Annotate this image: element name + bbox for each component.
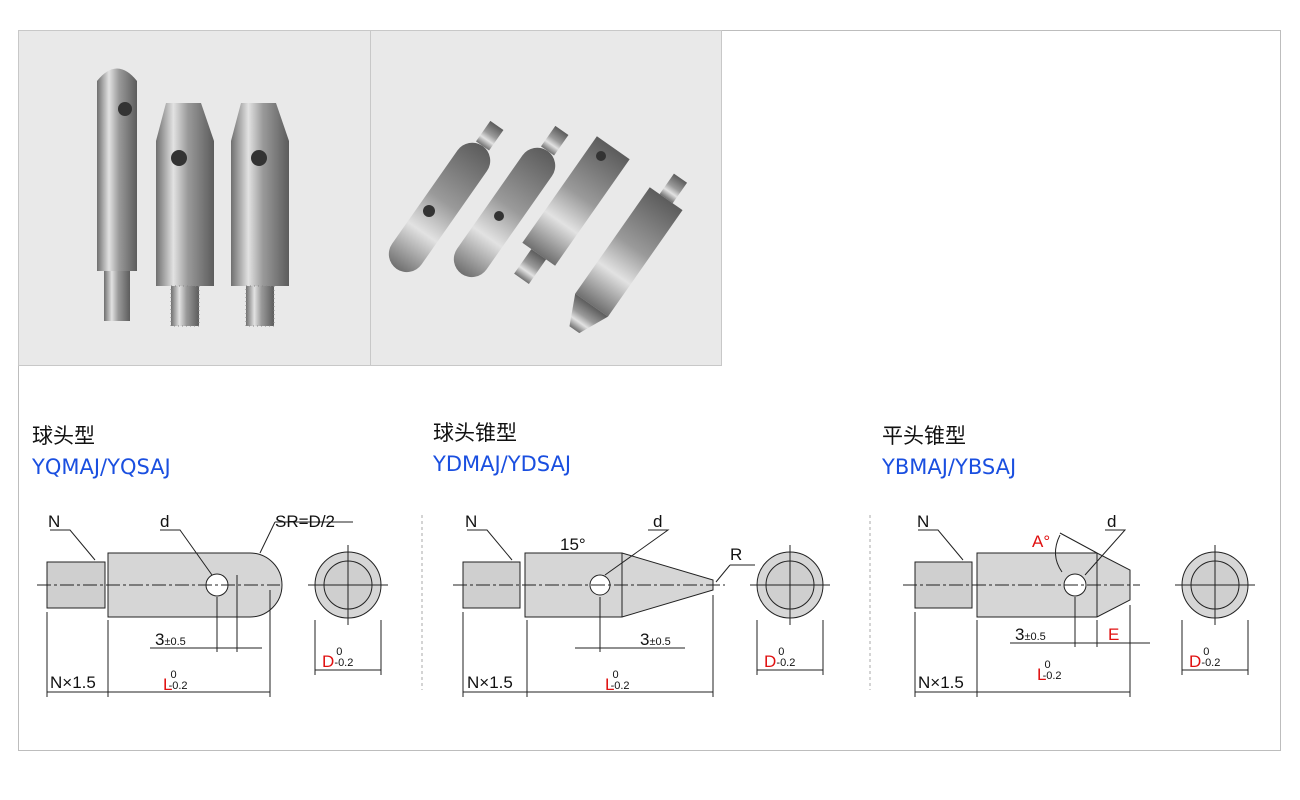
product-photo-upright — [18, 30, 371, 366]
drawing-ball-cone — [453, 529, 830, 697]
label-n: N — [917, 512, 929, 531]
type-name-2: 球头锥型 — [433, 421, 517, 445]
type-code-3: YBMAJ/YBSAJ — [882, 455, 1017, 479]
type-code-1: YQMAJ/YQSAJ — [32, 455, 171, 479]
type-name-3: 平头锥型 — [882, 424, 966, 448]
label-angle: A° — [1032, 532, 1050, 551]
label-tip: SR=D/2 — [275, 512, 335, 531]
label-n: N — [465, 512, 477, 531]
type-code-2: YDMAJ/YDSAJ — [433, 452, 572, 476]
label-n: N — [48, 512, 60, 531]
label-tip: R — [730, 545, 742, 564]
product-photo-lying — [370, 30, 722, 366]
label-hole-offset: 3±0.5 — [155, 630, 186, 649]
label-thread-length: N×1.5 — [918, 673, 964, 692]
label-length: L0-0.2 — [163, 669, 188, 694]
label-hole-offset: 3±0.5 — [640, 630, 671, 649]
label-length: L0-0.2 — [1037, 659, 1062, 684]
label-angle: 15° — [560, 535, 586, 554]
label-d: d — [160, 512, 169, 531]
pins-lying-image — [388, 120, 688, 334]
label-thread-length: N×1.5 — [50, 673, 96, 692]
label-hole-offset: 3±0.5 — [1015, 625, 1046, 644]
label-d: d — [1107, 512, 1116, 531]
label-d: d — [653, 512, 662, 531]
type-name-1: 球头型 — [32, 424, 95, 448]
pins-upright-image — [97, 68, 289, 327]
label-thread-length: N×1.5 — [467, 673, 513, 692]
drawing-flat-cone — [903, 529, 1255, 697]
drawing-ball-head — [37, 521, 388, 697]
label-length: L0-0.2 — [605, 669, 630, 694]
label-e: E — [1108, 625, 1119, 644]
